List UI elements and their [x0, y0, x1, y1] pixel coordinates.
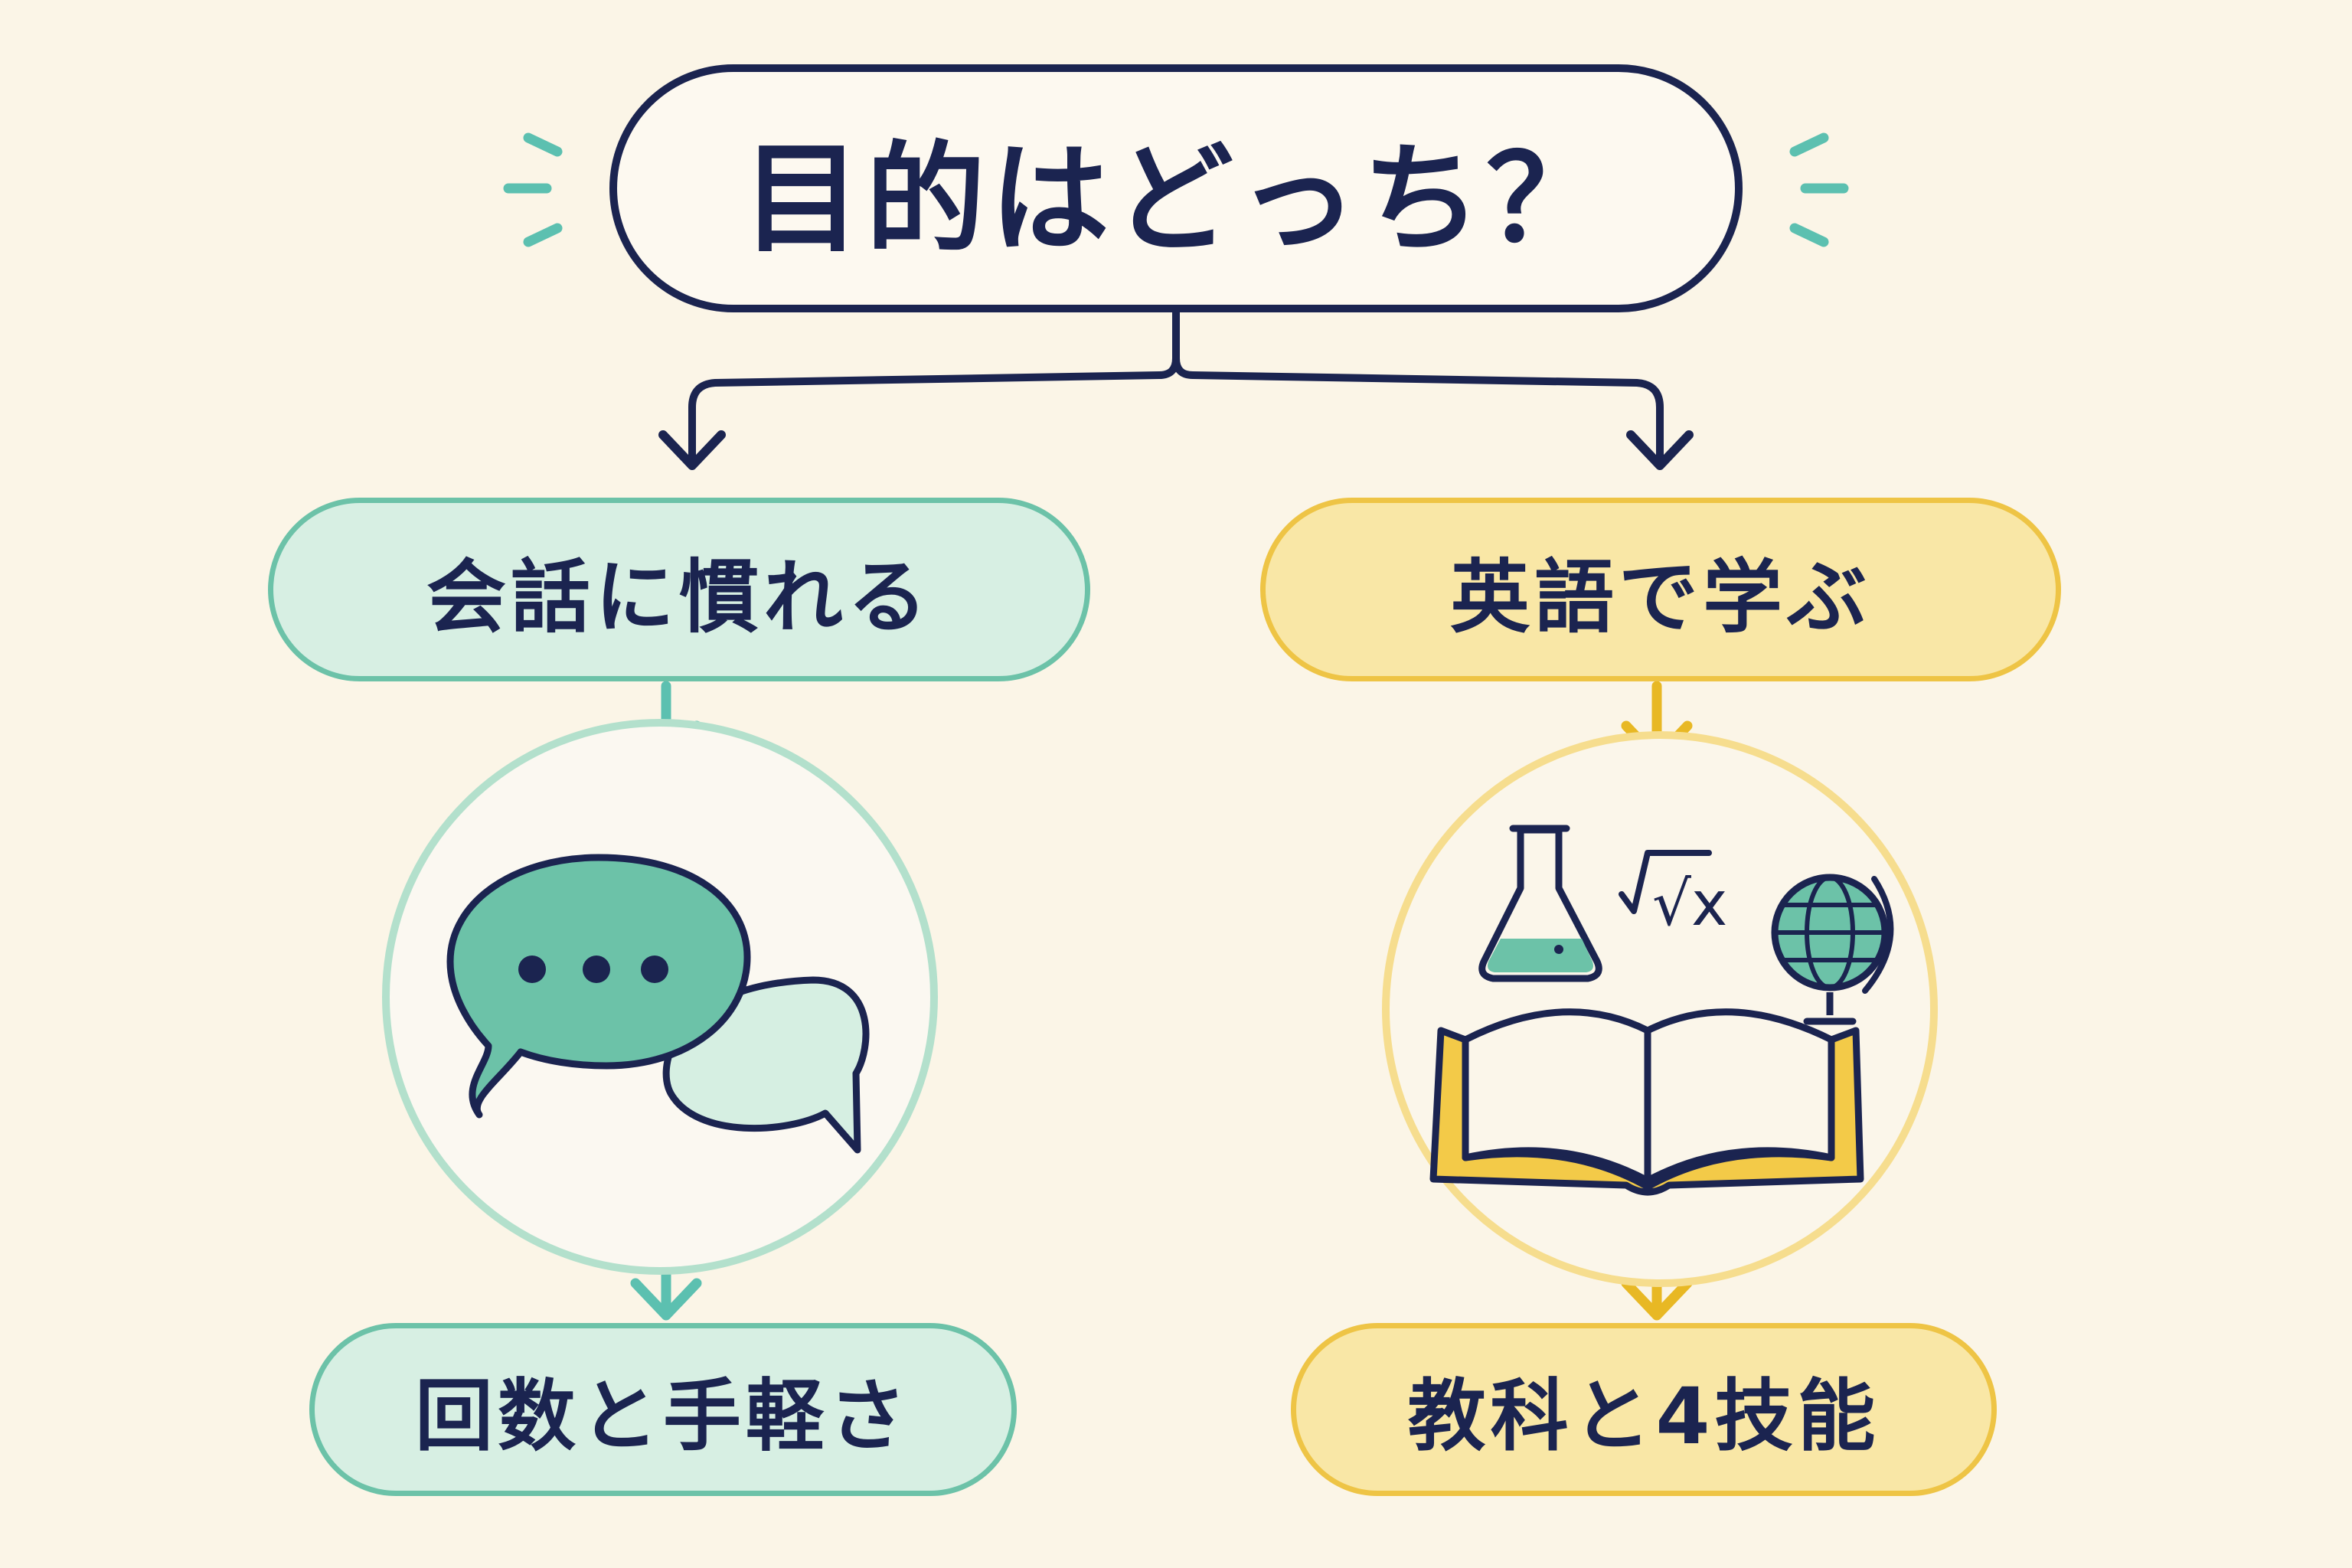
sqrt-x-icon: √x — [1619, 850, 1727, 939]
branch-connector — [688, 309, 1664, 463]
branch-label-right: 英語で学ぶ — [1260, 498, 2061, 681]
flask-icon — [1478, 825, 1602, 982]
study-subjects-icon: √x — [1429, 825, 1894, 1196]
speech-bubbles-icon — [446, 854, 870, 1154]
branch-label-left-text: 会話に慣れる — [426, 550, 932, 644]
branch-label-right-text: 英語で学ぶ — [1449, 550, 1871, 644]
sqrt-x-text: √x — [1652, 868, 1727, 939]
emphasis-marks-left — [503, 132, 563, 247]
arrow-head-right — [1626, 430, 1694, 470]
branch-result-right: 教科と4技能 — [1291, 1323, 1997, 1496]
arrow-head-left — [658, 430, 726, 470]
emphasis-marks-right — [1789, 132, 1849, 247]
branch-result-left: 回数と手軽さ — [309, 1323, 1017, 1496]
branch-result-left-text: 回数と手軽さ — [415, 1370, 911, 1462]
globe-icon — [1771, 874, 1894, 1025]
study-circle — [1382, 731, 1938, 1287]
title-text: 目的はどっち？ — [742, 129, 1610, 269]
branch-result-right-text: 教科と4技能 — [1407, 1370, 1880, 1462]
open-book-icon — [1429, 1008, 1864, 1196]
title-box: 目的はどっち？ — [609, 64, 1743, 312]
branch-label-left: 会話に慣れる — [268, 498, 1090, 681]
